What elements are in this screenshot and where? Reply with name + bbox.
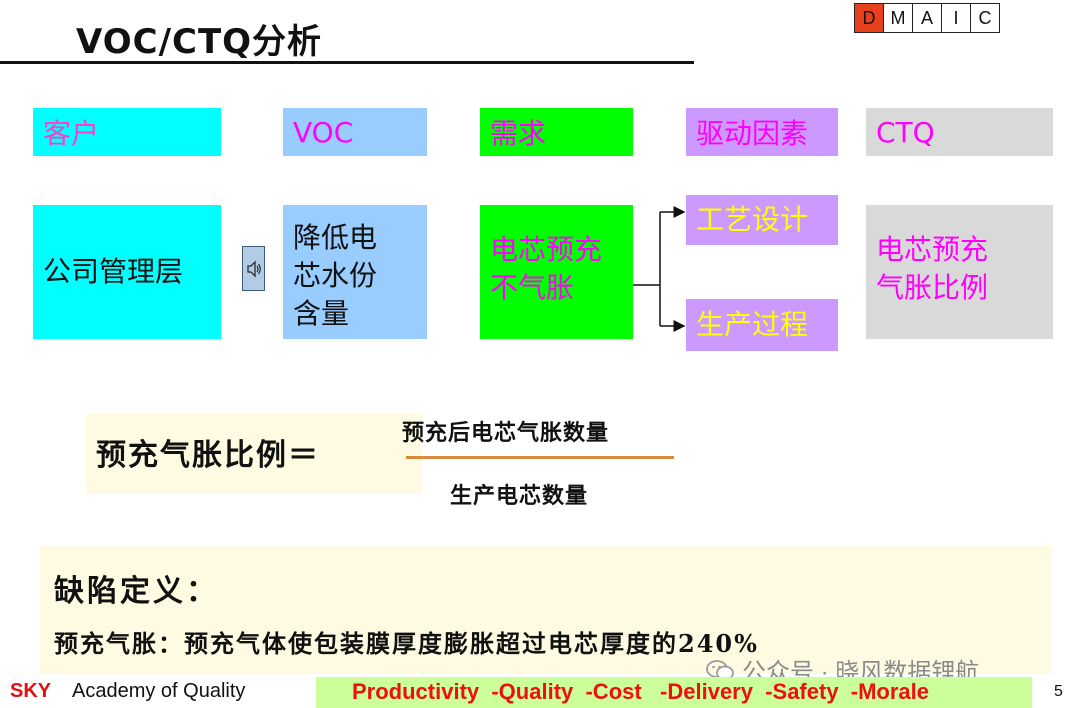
formula-numerator: 预充后电芯气胀数量 xyxy=(402,420,610,446)
phase-d: D xyxy=(854,3,884,33)
ctq-line: 气胀比例 xyxy=(876,271,989,304)
page-number: 5 xyxy=(1054,683,1063,700)
voc-line: 芯水份 xyxy=(293,259,378,292)
ctq-line: 电芯预充 xyxy=(876,233,989,266)
need-box: 电芯预充 不气胀 xyxy=(480,205,633,339)
dmaic-phase-bar: D M A I C xyxy=(854,3,1000,33)
voc-box: 降低电 芯水份 含量 xyxy=(283,205,427,339)
voc-line: 降低电 xyxy=(293,221,378,254)
footer-slogan: Productivity -Quality -Cost -Delivery -S… xyxy=(352,679,930,704)
wechat-icon xyxy=(706,659,734,680)
need-line: 电芯预充 xyxy=(490,233,603,266)
title-underline xyxy=(0,61,694,64)
footer-brand: SKY xyxy=(10,680,52,702)
page-title: VOC/CTQ分析 xyxy=(76,22,323,62)
phase-c: C xyxy=(970,3,1000,33)
fraction-bar xyxy=(406,456,674,459)
footer-academy: Academy of Quality xyxy=(72,680,246,702)
driver-text: 工艺设计 xyxy=(696,203,809,236)
defect-panel xyxy=(40,546,1052,674)
footer-band xyxy=(316,677,1032,708)
formula-panel xyxy=(86,414,422,494)
header-voc: VOC xyxy=(283,108,427,156)
phase-m: M xyxy=(883,3,913,33)
header-driver: 驱动因素 xyxy=(686,108,838,156)
driver-box-process-design: 工艺设计 xyxy=(686,195,838,245)
formula-denominator: 生产电芯数量 xyxy=(450,483,589,509)
driver-box-production: 生产过程 xyxy=(686,299,838,351)
customer-text: 公司管理层 xyxy=(43,255,184,288)
need-line: 不气胀 xyxy=(490,271,575,304)
header-customer: 客户 xyxy=(33,108,221,156)
defect-text: 预充气胀：预充气体使包装膜厚度膨胀超过电芯厚度的240% xyxy=(54,629,759,658)
header-ctq: CTQ xyxy=(866,108,1053,156)
branch-arrows xyxy=(633,206,686,332)
header-need: 需求 xyxy=(480,108,633,156)
voc-line: 含量 xyxy=(293,297,350,330)
defect-title: 缺陷定义： xyxy=(54,574,219,609)
ctq-box: 电芯预充 气胀比例 xyxy=(866,205,1053,339)
driver-text: 生产过程 xyxy=(696,308,809,341)
phase-i: I xyxy=(941,3,971,33)
phase-a: A xyxy=(912,3,942,33)
customer-box: 公司管理层 xyxy=(33,205,221,339)
speaker-icon[interactable] xyxy=(242,246,265,291)
formula-lhs: 预充气胀比例＝ xyxy=(96,438,320,473)
